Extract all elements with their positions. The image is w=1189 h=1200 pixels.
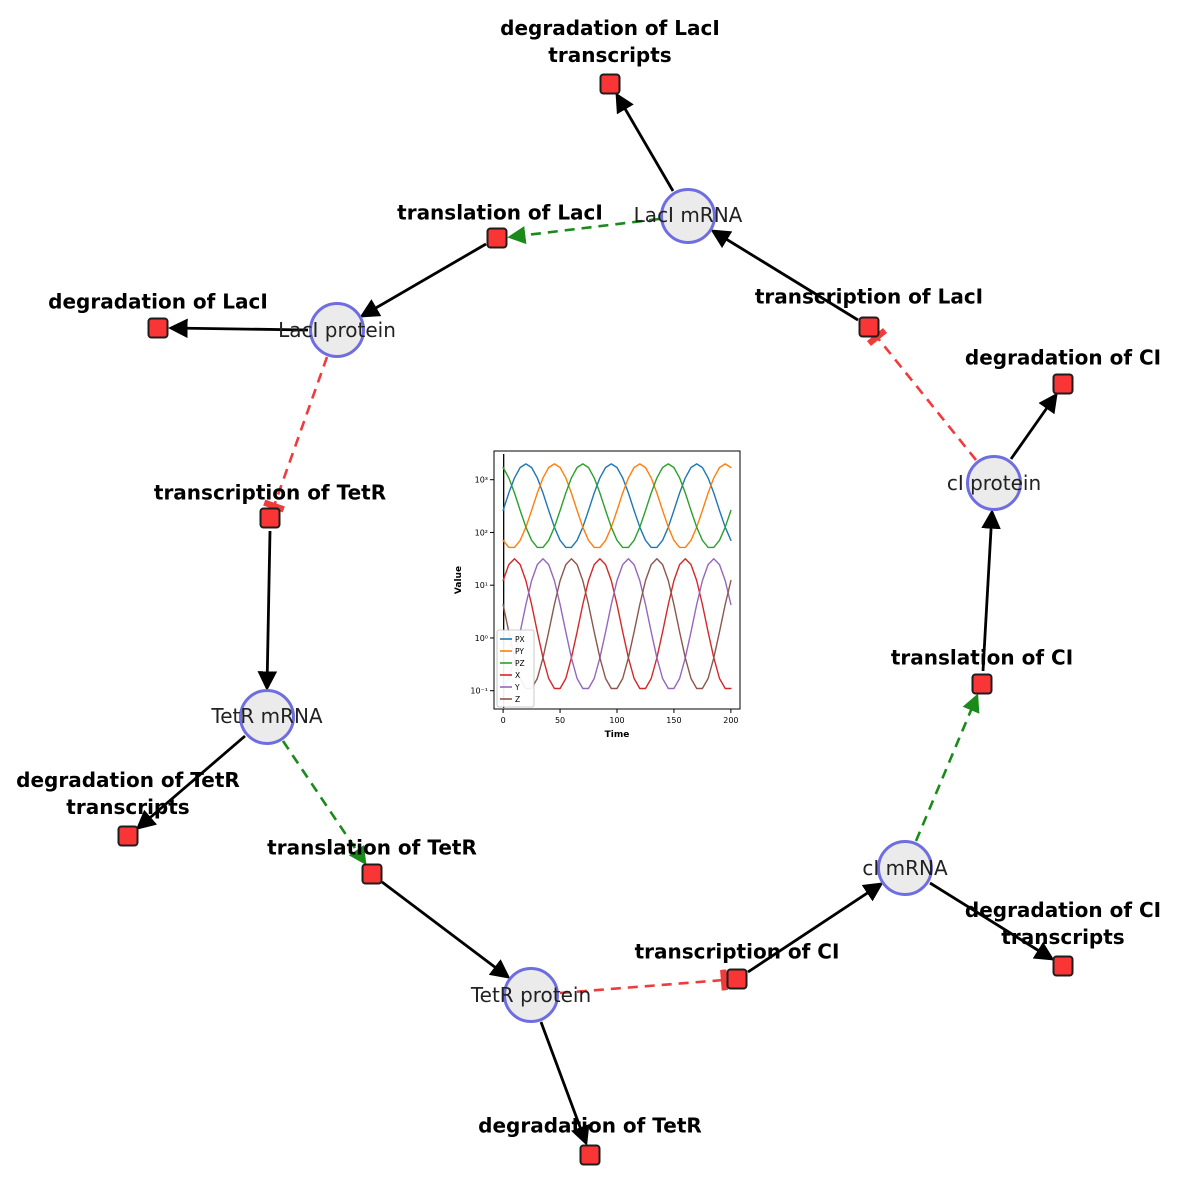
reaction-node-degradation-of-laci xyxy=(147,317,169,339)
edge-inhibition-tetr-protein-transcription-of-ci xyxy=(559,969,728,995)
species-node-laci-protein xyxy=(309,302,365,358)
reaction-label-degradation-of-ci: degradation of CI xyxy=(964,345,1162,370)
svg-text:10¹: 10¹ xyxy=(475,581,488,590)
svg-text:150: 150 xyxy=(666,716,681,725)
species-label-tetr-protein: TetR protein xyxy=(470,983,592,1007)
species-node-ci-mrna xyxy=(877,840,933,896)
species-label-ci-mrna: cI mRNA xyxy=(862,856,948,880)
reaction-label-line: degradation of TetR xyxy=(16,768,240,792)
edge-laci-protein-degradation-of-laci xyxy=(168,318,309,339)
edge-transcription-of-laci-laci-mrna xyxy=(710,229,859,322)
reaction-label-line: transcripts xyxy=(66,795,190,819)
reaction-label-translation-of-tetr: translation of TetR xyxy=(267,835,477,860)
svg-text:X: X xyxy=(515,671,520,680)
reaction-label-degradation-of-tetr-transcripts: degradation of TetR transcripts xyxy=(16,767,240,821)
edge-tetr-protein-degradation-of-tetr xyxy=(539,1021,590,1146)
species-node-tetr-protein xyxy=(503,967,559,1023)
edge-translation-of-ci-ci-protein xyxy=(981,509,1001,672)
reaction-label-degradation-of-tetr: degradation of TetR xyxy=(478,1113,702,1138)
svg-text:100: 100 xyxy=(609,716,624,725)
reaction-label-degradation-of-laci-transcripts: degradation of LacI transcripts xyxy=(500,15,720,69)
reaction-label-translation-of-laci: translation of LacI xyxy=(397,200,603,225)
reaction-label-translation-of-ci: translation of CI xyxy=(890,645,1074,670)
edge-modifier-laci-mrna-translation-of-laci xyxy=(507,217,660,245)
species-label-laci-mrna: LacI mRNA xyxy=(633,203,743,227)
svg-text:10⁰: 10⁰ xyxy=(475,634,488,643)
species-label-tetr-mrna: TetR mRNA xyxy=(211,704,323,728)
edge-ci-protein-degradation-of-ci xyxy=(1009,392,1058,460)
reaction-node-degradation-of-laci-transcripts xyxy=(599,73,621,95)
svg-text:PX: PX xyxy=(515,635,525,644)
edge-transcription-of-tetr-tetr-mrna xyxy=(257,530,278,691)
edge-inhibition-ci-protein-transcription-of-laci xyxy=(866,328,978,461)
species-node-tetr-mrna xyxy=(239,689,295,745)
reaction-label-line: degradation of CI xyxy=(964,898,1162,922)
svg-text:Y: Y xyxy=(514,683,520,692)
reaction-node-transcription-of-tetr xyxy=(259,507,281,529)
reaction-label-degradation-of-laci: degradation of LacI xyxy=(48,289,268,314)
svg-text:0: 0 xyxy=(501,716,506,725)
svg-text:10³: 10³ xyxy=(475,476,488,485)
edge-translation-of-tetr-tetr-protein xyxy=(381,880,511,979)
species-node-ci-protein xyxy=(966,455,1022,511)
species-label-ci-protein: cI protein xyxy=(946,471,1042,495)
svg-text:Z: Z xyxy=(515,695,520,704)
edge-transcription-of-ci-ci-mrna xyxy=(747,882,884,974)
reaction-node-degradation-of-tetr xyxy=(579,1144,601,1166)
edge-modifier-tetr-mrna-translation-of-tetr xyxy=(281,740,367,866)
edge-ci-mrna-degradation-of-ci-transcripts xyxy=(929,881,1055,961)
edge-laci-mrna-degradation-of-laci-transcripts xyxy=(615,92,675,192)
svg-text:10²: 10² xyxy=(475,528,488,537)
species-label-laci-protein: LacI protein xyxy=(278,318,396,342)
reaction-node-transcription-of-ci xyxy=(726,968,748,990)
reaction-label-line: degradation of LacI xyxy=(500,16,720,40)
reaction-node-translation-of-tetr xyxy=(361,863,383,885)
reaction-node-translation-of-laci xyxy=(486,227,508,249)
reaction-label-transcription-of-laci: transcription of LacI xyxy=(754,284,984,309)
reaction-label-degradation-of-ci-transcripts: degradation of CI transcripts xyxy=(965,897,1161,951)
reaction-node-translation-of-ci xyxy=(971,673,993,695)
svg-text:Value: Value xyxy=(454,566,464,594)
svg-text:50: 50 xyxy=(555,716,565,725)
reaction-node-degradation-of-tetr-transcripts xyxy=(117,825,139,847)
svg-text:PY: PY xyxy=(515,647,524,656)
reaction-node-degradation-of-ci-transcripts xyxy=(1052,955,1074,977)
reaction-label-line: transcripts xyxy=(548,43,672,67)
svg-text:10⁻¹: 10⁻¹ xyxy=(470,687,488,696)
reaction-label-transcription-of-ci: transcription of CI xyxy=(634,939,840,964)
edge-tetr-mrna-degradation-of-tetr-transcripts xyxy=(135,734,246,830)
svg-text:Time: Time xyxy=(605,730,630,740)
reaction-node-degradation-of-ci xyxy=(1052,373,1074,395)
svg-text:200: 200 xyxy=(723,716,738,725)
svg-text:PZ: PZ xyxy=(515,659,525,668)
edge-translation-of-laci-laci-protein xyxy=(359,242,487,318)
reaction-label-transcription-of-tetr: transcription of TetR xyxy=(153,480,387,505)
species-node-laci-mrna xyxy=(660,188,716,244)
reaction-node-transcription-of-laci xyxy=(858,316,880,338)
reaction-label-line: transcripts xyxy=(1001,925,1125,949)
edge-inhibition-laci-protein-transcription-of-tetr xyxy=(263,356,329,513)
edge-modifier-ci-mrna-translation-of-ci xyxy=(914,693,980,842)
